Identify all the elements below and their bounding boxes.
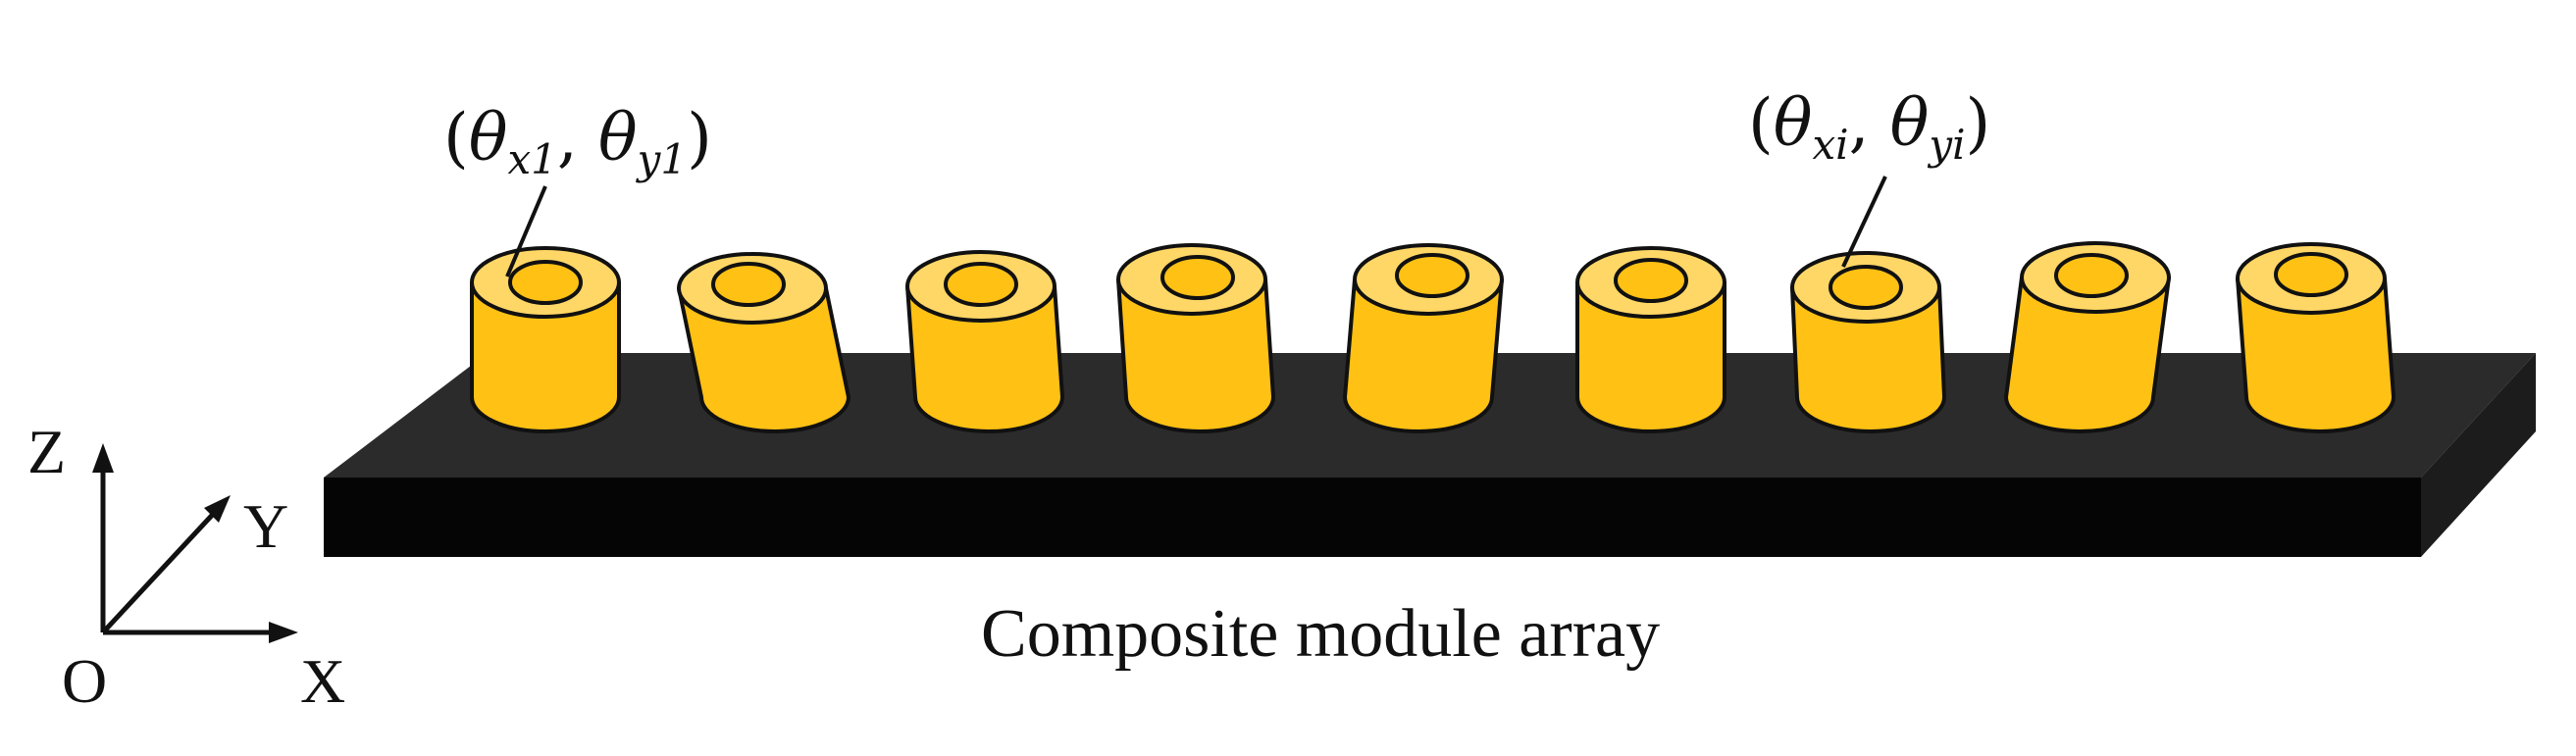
y-axis-label: Y [243,491,288,561]
leader-line-first-module [505,185,547,277]
platform-front-face [324,478,2421,557]
label-ith-module: (θxi, θyi) [1748,85,1990,169]
leader-line-ith-module [1841,176,1887,268]
module-5-hole [1395,253,1469,298]
x-axis-label: X [300,646,345,716]
module-1-body [470,280,621,433]
x-axis-arrowhead [269,622,298,643]
caption: Composite module array [981,596,1660,672]
y-axis-line [101,506,221,634]
module-2 [677,252,850,433]
module-3 [905,250,1064,433]
module-6-body [1575,280,1726,433]
module-8-body [2004,276,2171,433]
module-2-hole [711,262,786,307]
y-axis-arrowhead [204,495,231,523]
platform-side-face [2421,353,2536,557]
module-1-hole [508,260,583,305]
module-9-hole [2274,252,2348,297]
module-4-body [1116,277,1275,433]
module-7 [1790,251,1946,433]
module-2-body [677,286,850,433]
module-9 [2236,242,2396,433]
module-5 [1343,243,1504,433]
origin-label: O [62,646,107,716]
module-3-hole [944,262,1018,307]
module-6-hole [1614,258,1688,303]
z-axis-arrowhead [92,443,114,473]
module-8-hole [2054,253,2129,298]
module-6 [1575,246,1726,433]
module-4 [1116,243,1275,433]
module-8 [2004,241,2171,433]
module-4-hole [1160,255,1235,300]
module-1 [470,246,621,433]
coordinate-axes [100,459,283,635]
module-array [470,241,2396,433]
z-axis-label: Z [27,417,66,486]
module-9-body [2236,277,2396,433]
label-first-module: (θx1, θy1) [443,100,712,183]
module-5-body [1343,277,1504,433]
module-7-body [1790,285,1946,433]
module-7-hole [1829,265,1903,310]
module-3-body [905,284,1064,433]
